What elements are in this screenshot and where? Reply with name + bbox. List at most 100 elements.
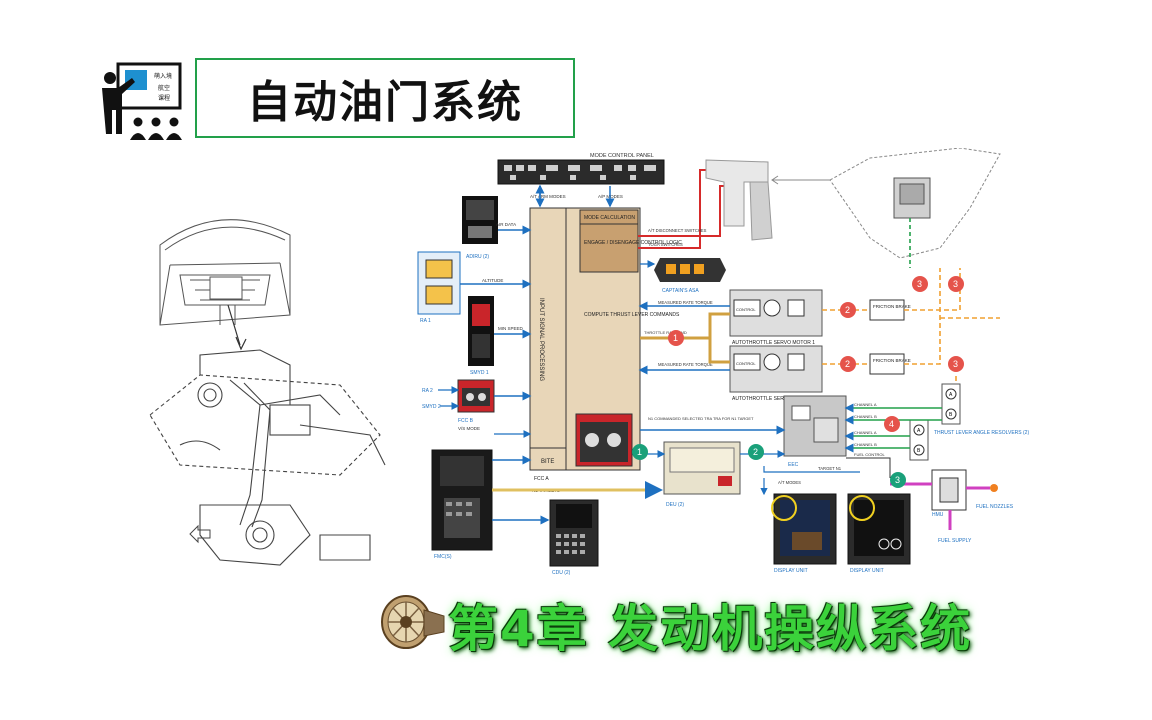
fcc-a-label: FCC A <box>534 476 549 482</box>
smyd1-label: SMYD 1 <box>470 370 489 376</box>
svg-text:1: 1 <box>637 447 642 457</box>
fuel-supply-label: FUEL SUPPLY <box>938 538 972 544</box>
mode-control-panel <box>497 159 665 185</box>
page-title: 自动油门系统 <box>247 77 523 128</box>
hmu-label: HMU <box>932 512 944 518</box>
friction-brake-1-label: FRICTION BRAKE <box>873 304 911 309</box>
toga-label: TOGA SWITCHES <box>648 242 683 247</box>
servo-motor-2 <box>729 345 823 393</box>
channel-b-label-1: CHANNEL B <box>854 414 877 419</box>
servo-motor-1 <box>729 289 823 337</box>
board-line-2: 航空 <box>158 84 170 92</box>
eec-unit <box>783 395 847 457</box>
badge-2-red-a: 2 <box>840 302 856 318</box>
servo2-label: AUTOTHROTTLE SERVO MOTOR 2 <box>732 396 815 402</box>
channel-a-label-1: CHANNEL A <box>854 402 877 407</box>
cdu-unit <box>549 499 599 567</box>
deu-unit <box>663 441 741 495</box>
badge-3-red-c: 3 <box>948 356 964 372</box>
cdu-label: CDU (2) <box>552 570 571 576</box>
rate-torque-cmd-label: THROTTLE RATE CMD <box>644 330 687 335</box>
captains-asa-label: CAPTAIN'S ASA <box>662 288 699 294</box>
n1-commanded-label: N1 COMMANDED SELECTED TRA TRA FOR N1 TAR… <box>648 416 754 421</box>
chapter-title: 第4章 发动机操纵系统 <box>448 600 973 658</box>
svg-text:2: 2 <box>845 305 850 315</box>
badge-3-red-a: 3 <box>912 276 928 292</box>
svg-text:3: 3 <box>953 279 958 289</box>
fuel-control-label: FUEL CONTROL <box>854 452 886 457</box>
fuel-nozzles-label: FUEL NOZZLES <box>976 504 1014 510</box>
badge-4-red: 4 <box>884 416 900 432</box>
chapter-footer: 第4章 发动机操纵系统 <box>448 585 1088 665</box>
captains-asa-unit <box>654 258 726 282</box>
adiru-label: ADIRU (2) <box>466 254 489 260</box>
fcc-b-label: FCC B <box>458 418 474 424</box>
engine-nacelle-image <box>829 148 1001 259</box>
fmc-unit <box>431 449 493 551</box>
svg-text:A: A <box>917 428 921 434</box>
display-unit-2 <box>847 493 911 565</box>
ra1-label: RA 1 <box>420 318 431 324</box>
svg-text:1: 1 <box>673 333 678 343</box>
eec-label: EEC <box>788 462 799 468</box>
fmc-label: FMC(S) <box>434 554 452 560</box>
display-unit-1 <box>771 493 837 565</box>
mcp-label: MODE CONTROL PANEL <box>590 153 654 159</box>
target-n1-label: TARGET N1 <box>818 466 842 471</box>
fcc-b-unit <box>457 379 495 413</box>
svg-text:3: 3 <box>895 475 900 485</box>
badge-3-red-b: 3 <box>948 276 964 292</box>
at-modes-label: A/T MODES <box>778 480 801 485</box>
svg-text:3: 3 <box>953 359 958 369</box>
svg-text:B: B <box>917 448 921 454</box>
arm-modes-label: A/T ARM MODES <box>530 194 566 199</box>
servo1-label: AUTOTHROTTLE SERVO MOTOR 1 <box>732 340 815 346</box>
board-line-3: 课程 <box>158 94 170 102</box>
board-line-1: 萌入境 <box>154 72 172 80</box>
ra1-unit <box>417 251 461 315</box>
measured-rate-label-2: MEASURED RATE TORQUE <box>658 362 713 367</box>
thrust-lever-image <box>705 159 773 241</box>
svg-text:A: A <box>949 392 953 398</box>
fcc-unit-image <box>575 413 633 467</box>
smyd2-label: SMYD 2 <box>422 404 441 410</box>
deu-label: DEU (2) <box>666 502 684 508</box>
friction-brake-2-label: FRICTION BRAKE <box>873 358 911 363</box>
min-speed-label: MIN SPEED <box>498 326 524 331</box>
compute-label: COMPUTE THRUST LEVER COMMANDS <box>584 312 680 318</box>
turbofan-engine-icon <box>381 595 445 649</box>
resolvers-label: THRUST LEVER ANGLE RESOLVERS (2) <box>934 430 1029 436</box>
svg-text:B: B <box>949 412 953 418</box>
channel-a-label-2: CHANNEL A <box>854 430 877 435</box>
display-unit-2-label: DISPLAY UNIT <box>850 568 884 574</box>
engage-logic-label: ENGAGE / DISENGAGE CONTROL LOGIC <box>584 240 682 246</box>
svg-text:3: 3 <box>917 279 922 289</box>
smyd1-unit <box>468 296 494 366</box>
friction-brake-1 <box>869 299 905 321</box>
badge-3-green: 3 <box>890 472 906 488</box>
throttle-linkage-illustration <box>149 219 386 566</box>
channel-b-label-2: CHANNEL B <box>854 442 877 447</box>
servo1-control-label: CONTROL <box>736 307 756 312</box>
at-disconnect-label: A/T DISCONNECT SWITCHES <box>648 228 707 233</box>
input-processing-label: INPUT SIGNAL PROCESSING <box>538 298 544 381</box>
svg-text:4: 4 <box>889 419 894 429</box>
vs-mode-label: V/S MODE <box>458 426 480 431</box>
air-data-label: AIR DATA <box>496 222 516 227</box>
autothrottle-block-diagram: MODE CONTROL PANEL A/T ARM MODES A/P MOD… <box>417 148 1029 576</box>
mode-calc-label: MODE CALCULATION <box>584 215 635 221</box>
ra2-label: RA 2 <box>422 388 433 394</box>
friction-brake-2 <box>869 353 905 375</box>
badge-1-red: 1 <box>668 330 684 346</box>
badge-1-green: 1 <box>632 444 648 460</box>
presenter-icon: 萌入境 航空 课程 <box>102 62 182 140</box>
badge-2-green: 2 <box>748 444 764 460</box>
svg-text:2: 2 <box>753 447 758 457</box>
title-box: 自动油门系统 <box>195 58 575 138</box>
svg-text:2: 2 <box>845 359 850 369</box>
hmu-unit <box>931 469 967 511</box>
measured-rate-label-1: MEASURED RATE TORQUE <box>658 300 713 305</box>
servo2-control-label: CONTROL <box>736 361 756 366</box>
adiru-unit <box>462 196 498 244</box>
badge-2-red-b: 2 <box>840 356 856 372</box>
